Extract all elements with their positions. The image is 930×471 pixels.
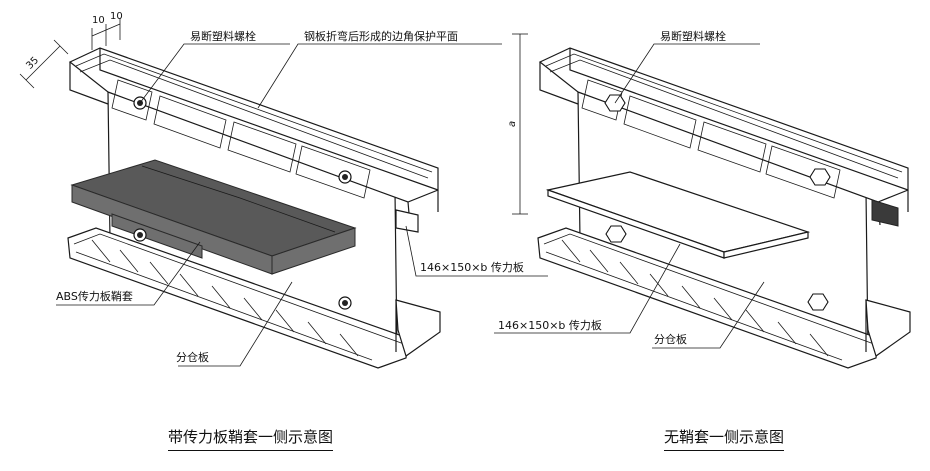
right-transfer-plate-back — [871, 199, 899, 227]
right-figure: a 易断塑料螺栓 146×150×b 传力板 分仓板 — [494, 29, 911, 369]
left-transfer-plate-back — [395, 209, 419, 233]
dim-10-10: 10 10 — [91, 11, 123, 50]
label-bolt-left: 易断塑料螺栓 — [190, 29, 256, 43]
right-transfer-plate — [545, 171, 811, 259]
right-bolt-low — [807, 293, 829, 311]
label-bolt-right: 易断塑料螺栓 — [660, 29, 726, 43]
left-bottom-channel — [67, 227, 441, 369]
left-figure: 10 10 35 易断塑料螺栓 钢板折弯后形成的边角保护平面 146×150×b… — [19, 11, 548, 369]
label-divider-left: 分仓板 — [176, 350, 209, 364]
dim-35: 35 — [19, 39, 69, 89]
caption-left: 带传力板鞘套一侧示意图 — [168, 426, 334, 451]
left-top-channel — [68, 47, 439, 226]
right-bottom-channel — [537, 227, 911, 369]
dim-a: a — [507, 33, 528, 215]
left-bolt-top-right — [338, 170, 352, 184]
abs-sleeve — [70, 159, 357, 275]
caption-right: 无鞘套一侧示意图 — [664, 426, 785, 451]
right-bolt-top-right — [809, 168, 831, 186]
label-plate-left: 146×150×b 传力板 — [420, 260, 524, 274]
dim-35-text: 35 — [24, 55, 41, 72]
dim-10-b: 10 — [110, 11, 123, 22]
label-plate-right: 146×150×b 传力板 — [498, 318, 602, 332]
label-abs-sleeve: ABS传力板鞘套 — [56, 289, 133, 303]
label-edge-plane: 钢板折弯后形成的边角保护平面 — [304, 29, 458, 43]
label-divider-right: 分仓板 — [654, 332, 687, 346]
left-bolt-low — [338, 296, 352, 310]
left-bolt-mid — [133, 228, 147, 242]
dim-a-text: a — [507, 121, 518, 127]
right-bolt-mid — [605, 225, 627, 243]
dim-10-a: 10 — [92, 15, 105, 26]
